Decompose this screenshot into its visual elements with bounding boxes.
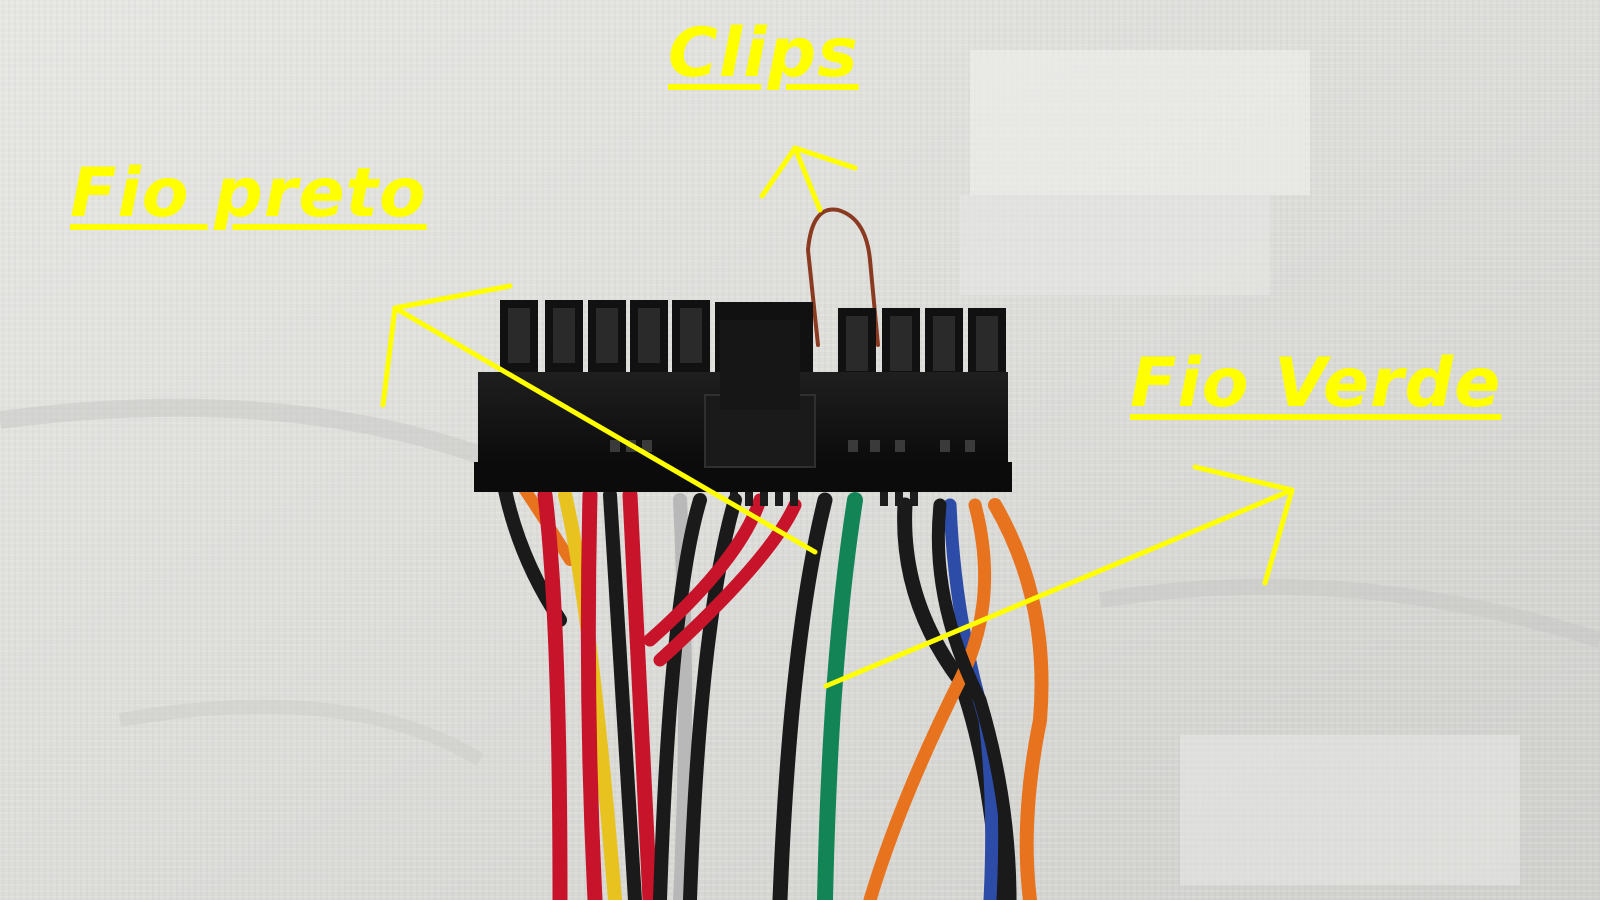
clips-arrow [759, 145, 858, 213]
label-clips: Clips [668, 14, 859, 93]
annotation-arrows [380, 145, 1295, 689]
wire-bundle [498, 483, 1049, 900]
fio-preto-arrow [380, 283, 818, 555]
fio-verde-arrow [823, 464, 1295, 689]
paperclip-jumper [805, 207, 880, 347]
atx-connector [474, 300, 1012, 506]
label-fio-preto: Fio preto [70, 154, 427, 233]
label-fio-verde: Fio Verde [1130, 344, 1502, 423]
